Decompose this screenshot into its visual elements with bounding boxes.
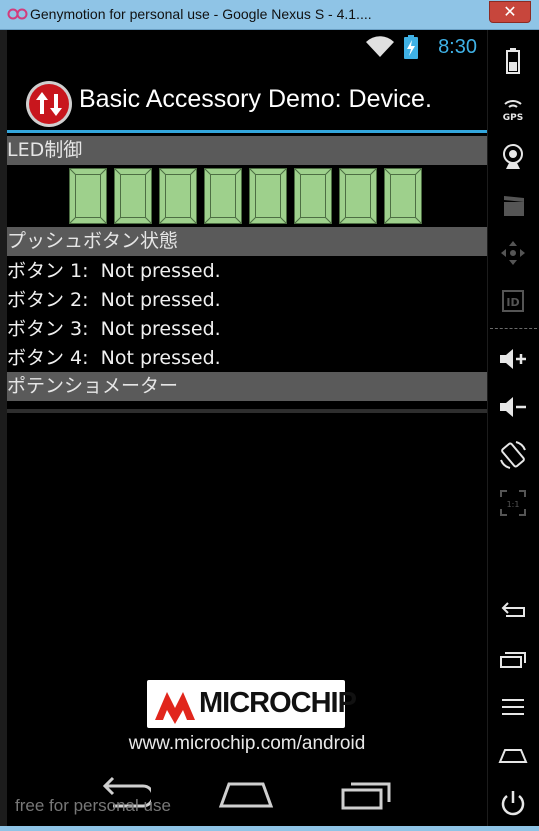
status-bar: 8:30 — [7, 30, 487, 65]
microchip-logo-text: MICROCHIP — [199, 687, 357, 719]
led-toggle-2[interactable] — [114, 168, 152, 224]
button-status-row-1: ボタン 1: Not pressed. — [7, 257, 487, 286]
navigation-bar — [7, 762, 487, 826]
battery-icon[interactable] — [496, 44, 530, 78]
emulator-toolbar: GPS ID 1:1 — [488, 30, 539, 831]
svg-text:GPS: GPS — [503, 113, 523, 123]
window-title: Genymotion for personal use - Google Nex… — [30, 6, 372, 22]
button-status-row-4: ボタン 4: Not pressed. — [7, 344, 487, 373]
action-bar: Basic Accessory Demo: Device. — [7, 65, 487, 133]
menu-icon[interactable] — [496, 690, 530, 724]
button-status-row-3: ボタン 3: Not pressed. — [7, 315, 487, 344]
volume-down-icon[interactable] — [496, 390, 530, 424]
pushbutton-section-header: プッシュボタン状態 — [7, 227, 487, 256]
camera-icon[interactable] — [496, 140, 530, 174]
button-label: ボタン 4: — [7, 347, 89, 369]
status-time: 8:30 — [438, 36, 477, 58]
button-state: Not pressed. — [100, 289, 221, 311]
watermark-text: free for personal use — [15, 796, 171, 815]
potentiometer-progress-bar — [7, 409, 487, 413]
pixel-scale-icon[interactable]: 1:1 — [496, 486, 530, 520]
button-label: ボタン 1: — [7, 260, 89, 282]
toolbar-separator — [490, 328, 537, 329]
back-icon[interactable] — [496, 594, 530, 628]
device-screen: 8:30 Basic Accessory Demo: Device. LED制御… — [7, 30, 487, 826]
power-icon[interactable] — [496, 786, 530, 820]
potentiometer-section-header: ポテンショメーター — [7, 372, 487, 401]
led-toggle-6[interactable] — [294, 168, 332, 224]
led-section-header: LED制御 — [7, 136, 487, 165]
genymotion-logo-icon — [7, 8, 28, 20]
led-toggle-1[interactable] — [69, 168, 107, 224]
button-label: ボタン 2: — [7, 289, 89, 311]
window-bottom-border — [0, 826, 539, 831]
home-icon[interactable] — [496, 738, 530, 772]
volume-up-icon[interactable] — [496, 342, 530, 376]
led-toggle-4[interactable] — [204, 168, 242, 224]
window-close-button[interactable]: ✕ — [489, 1, 531, 23]
app-icon[interactable] — [25, 80, 73, 128]
button-label: ボタン 3: — [7, 318, 89, 340]
window-titlebar: Genymotion for personal use - Google Nex… — [0, 0, 539, 30]
back-icon[interactable] — [99, 776, 151, 810]
led-toggle-8[interactable] — [384, 168, 422, 224]
button-state: Not pressed. — [100, 260, 221, 282]
gps-icon[interactable]: GPS — [496, 92, 530, 126]
dpad-icon[interactable] — [496, 236, 530, 270]
video-icon[interactable] — [496, 188, 530, 222]
id-icon[interactable]: ID — [496, 284, 530, 318]
button-state: Not pressed. — [100, 347, 221, 369]
led-row — [69, 168, 429, 226]
microchip-logo: MICROCHIP — [147, 680, 357, 728]
recent-apps-icon[interactable] — [496, 642, 530, 676]
svg-text:1:1: 1:1 — [507, 500, 520, 509]
svg-text:ID: ID — [506, 296, 519, 309]
button-state: Not pressed. — [100, 318, 221, 340]
button-status-row-2: ボタン 2: Not pressed. — [7, 286, 487, 315]
home-icon[interactable] — [217, 776, 275, 810]
led-toggle-5[interactable] — [249, 168, 287, 224]
footer-url[interactable]: www.microchip.com/android — [128, 733, 366, 754]
rotate-icon[interactable] — [496, 438, 530, 472]
led-toggle-7[interactable] — [339, 168, 377, 224]
wifi-icon — [366, 36, 394, 57]
battery-charging-icon — [404, 35, 418, 59]
recent-apps-icon[interactable] — [339, 776, 393, 810]
microchip-mark-icon — [155, 692, 195, 724]
led-toggle-3[interactable] — [159, 168, 197, 224]
app-title: Basic Accessory Demo: Device. — [79, 85, 432, 113]
